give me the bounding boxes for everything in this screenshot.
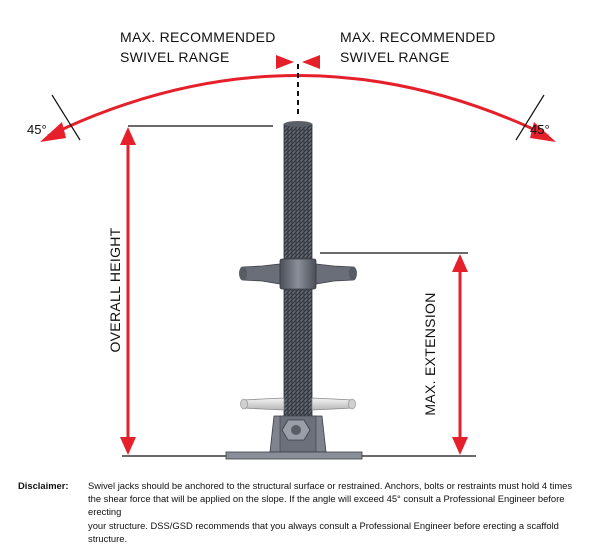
left-45-tick — [51, 94, 81, 141]
right-swivel-line-1: MAX. RECOMMENDED — [340, 29, 496, 45]
overall-height-label: OVERALL HEIGHT — [107, 227, 123, 353]
disclaimer-text: Swivel jacks should be anchored to the s… — [88, 479, 593, 545]
disclaimer-line-3: your structure. DSS/GSD recommends that … — [88, 519, 559, 544]
disclaimer-label: Disclaimer: — [18, 480, 69, 491]
arc-right-arrowhead — [530, 122, 556, 142]
disclaimer-line-2: the shear force that will be applied on … — [88, 493, 565, 518]
right-swivel-line-2: SWIVEL RANGE — [340, 49, 450, 65]
arc-left-arrowhead — [40, 122, 66, 142]
base-bracket — [225, 415, 363, 460]
base-plate — [225, 451, 363, 460]
screw-jack — [225, 121, 363, 460]
right-angle-label: 45° — [530, 122, 550, 137]
right-swivel-label: MAX. RECOMMENDED SWIVEL RANGE — [340, 27, 496, 67]
max-extension-arrowhead-bottom — [452, 437, 468, 455]
overall-height-arrowhead-top — [120, 127, 136, 145]
arc-center-left-arrowhead — [276, 55, 294, 69]
overall-height-arrowhead-bottom — [120, 437, 136, 455]
left-swivel-label: MAX. RECOMMENDED SWIVEL RANGE — [120, 27, 276, 67]
adjustment-nut — [239, 258, 357, 290]
lock-handle — [240, 397, 356, 411]
max-extension-label: MAX. EXTENSION — [422, 292, 438, 416]
max-extension-arrowhead-top — [452, 254, 468, 272]
right-45-tick — [515, 94, 545, 141]
left-swivel-line-2: SWIVEL RANGE — [120, 49, 230, 65]
disclaimer-line-1: Swivel jacks should be anchored to the s… — [88, 480, 573, 491]
left-angle-label: 45° — [27, 122, 47, 137]
left-swivel-line-1: MAX. RECOMMENDED — [120, 29, 276, 45]
arc-center-right-arrowhead — [302, 55, 320, 69]
